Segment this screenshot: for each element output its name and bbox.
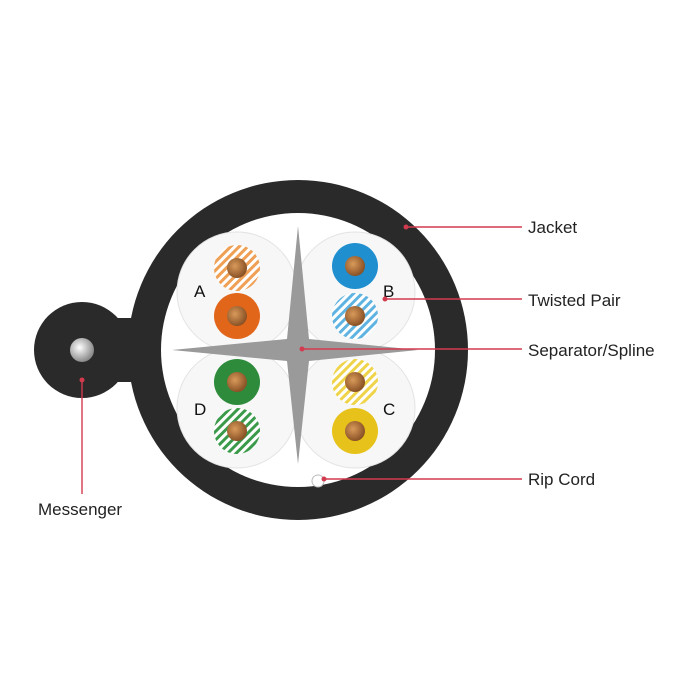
separator-spline (172, 226, 418, 464)
leader-twisted-pair (382, 296, 522, 302)
copper-core (227, 421, 247, 441)
leader-separator (299, 346, 522, 352)
copper-core (345, 421, 365, 441)
label-separator-spline: Separator/Spline (528, 341, 655, 360)
copper-core (227, 306, 247, 326)
messenger-wire (70, 338, 94, 362)
copper-core (227, 372, 247, 392)
label-rip-cord: Rip Cord (528, 470, 595, 489)
pair-d (214, 359, 260, 454)
pair-b (332, 243, 378, 339)
pair-label-c: C (383, 400, 395, 419)
leader-rip-cord (321, 476, 522, 482)
pair-label-d: D (194, 400, 206, 419)
rip-cord (311, 474, 325, 488)
label-messenger: Messenger (38, 500, 122, 519)
leader-messenger (79, 377, 85, 494)
copper-core (345, 372, 365, 392)
leader-jacket (403, 224, 522, 230)
pair-label-b: B (383, 282, 394, 301)
pair-c (332, 359, 378, 454)
label-twisted-pair: Twisted Pair (528, 291, 621, 310)
pair-a (214, 245, 260, 339)
label-jacket: Jacket (528, 218, 577, 237)
copper-core (227, 258, 247, 278)
copper-core (345, 306, 365, 326)
pair-label-a: A (194, 282, 206, 301)
copper-core (345, 256, 365, 276)
